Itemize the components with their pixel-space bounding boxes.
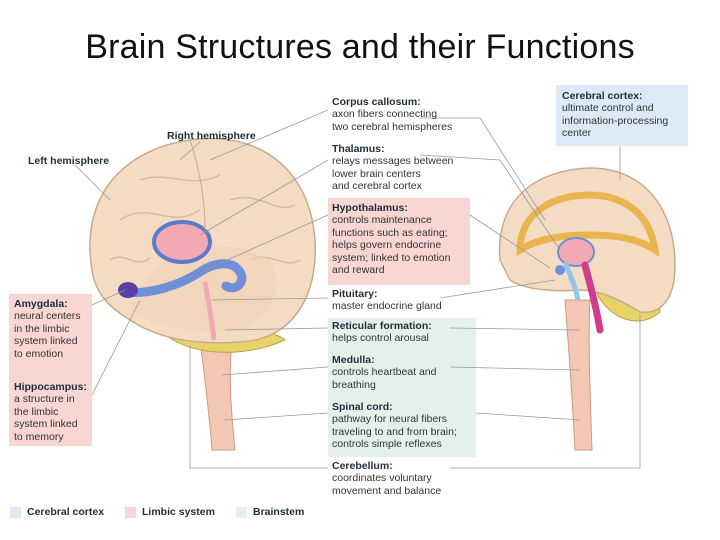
callout-reticular-formation: Reticular formation: helps control arous… (332, 320, 432, 345)
right-spinal-cord (564, 299, 593, 451)
callout-medulla: Medulla: controls heartbeat and breathin… (332, 354, 437, 391)
callout-spinal-cord: Spinal cord: pathway for neural fibers t… (332, 401, 457, 451)
hypothalamus-name: Hypothalamus: (332, 202, 408, 214)
hippocampus-name: Hippocampus: (14, 381, 87, 393)
pituitary-desc: master endocrine gland (332, 300, 442, 313)
callout-corpus-callosum: Corpus callosum: axon fibers connecting … (332, 96, 452, 133)
right-corpus-callosum (516, 191, 660, 258)
amygdala-desc: neural centers in the limbic system link… (14, 310, 81, 360)
slide-title: Brain Structures and their Functions (85, 28, 635, 66)
left-thalamus (152, 220, 212, 264)
reticular-formation-name: Reticular formation: (332, 320, 432, 332)
right-thalamus (557, 237, 595, 267)
medulla-name: Medulla: (332, 354, 375, 366)
thalamus-desc: relays messages between lower brain cent… (332, 155, 454, 193)
leader-lines (74, 109, 641, 469)
cerebral-cortex-box (556, 85, 688, 146)
medulla-desc: controls heartbeat and breathing (332, 366, 437, 391)
left-brain-illustration (89, 137, 316, 451)
hippocampus-desc: a structure in the limbic system linked … (14, 393, 78, 443)
hypothalamus-desc: controls maintenance functions such as e… (332, 214, 451, 277)
cerebellum-desc: coordinates voluntary movement and balan… (332, 472, 442, 497)
legend-swatch-brainstem (236, 506, 247, 518)
cerebellum-name: Cerebellum: (332, 460, 393, 472)
callout-hypothalamus: Hypothalamus: controls maintenance funct… (332, 202, 450, 276)
legend-label-limbic-system: Limbic system (142, 506, 215, 518)
cerebral-cortex-desc: ultimate control and information-process… (562, 102, 669, 140)
corpus-callosum-desc: axon fibers connecting two cerebral hemi… (332, 108, 453, 133)
label-left-hemisphere: Left hemisphere (28, 155, 110, 167)
legend-limbic-system: Limbic system (125, 505, 215, 519)
left-spinal-cord (199, 339, 236, 451)
corpus-callosum-name: Corpus callosum: (332, 96, 421, 108)
left-amygdala (118, 282, 138, 298)
legend-label-brainstem: Brainstem (253, 506, 305, 518)
callout-cerebellum: Cerebellum: coordinates voluntary moveme… (332, 460, 441, 497)
legend-cerebral-cortex: Cerebral cortex (10, 505, 104, 519)
limbic-left-box (9, 294, 92, 446)
callout-cerebral-cortex: Cerebral cortex: ultimate control and in… (562, 90, 668, 140)
legend-swatch-cerebral-cortex (10, 506, 21, 518)
label-right-hemisphere: Right hemisphere (167, 130, 256, 142)
callout-hippocampus: Hippocampus: a structure in the limbic s… (14, 381, 87, 443)
legend-swatch-limbic-system (125, 506, 136, 518)
callout-amygdala: Amygdala: neural centers in the limbic s… (14, 298, 81, 360)
reticular-formation-desc: helps control arousal (332, 332, 429, 345)
amygdala-name: Amygdala: (14, 298, 68, 310)
callout-pituitary: Pituitary: master endocrine gland (332, 288, 442, 313)
pituitary-name: Pituitary: (332, 288, 378, 300)
right-reticular (581, 261, 604, 334)
right-brain-illustration (498, 167, 676, 451)
spinal-cord-name: Spinal cord: (332, 401, 393, 413)
callout-thalamus: Thalamus: relays messages between lower … (332, 143, 453, 193)
left-hippocampus (120, 259, 247, 298)
hypothalamus-box (328, 198, 470, 285)
thalamus-name: Thalamus: (332, 143, 385, 155)
cerebral-cortex-name: Cerebral cortex: (562, 90, 643, 102)
brainstem-box (328, 318, 476, 457)
spinal-cord-desc: pathway for neural fibers traveling to a… (332, 413, 457, 451)
legend-label-cerebral-cortex: Cerebral cortex (27, 506, 105, 518)
legend-brainstem: Brainstem (236, 505, 304, 519)
